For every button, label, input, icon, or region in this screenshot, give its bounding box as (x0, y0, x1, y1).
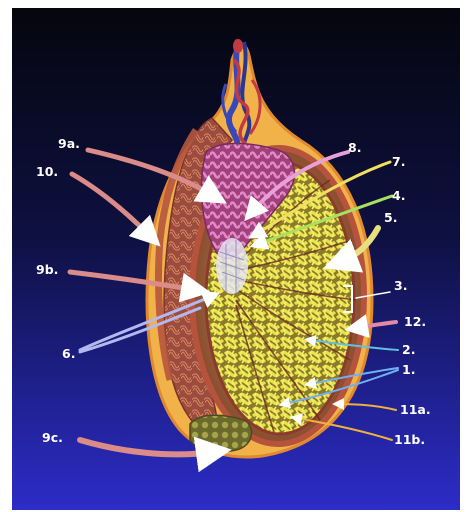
label-1: 1. (402, 362, 415, 377)
label-9a: 9a. (58, 136, 80, 151)
label-3: 3. (394, 278, 407, 293)
label-7: 7. (392, 154, 405, 169)
label-11b: 11b. (394, 432, 425, 447)
label-8: 8. (348, 140, 361, 155)
label-5: 5. (384, 210, 397, 225)
label-12: 12. (404, 314, 426, 329)
label-6: 6. (62, 346, 75, 361)
label-4: 4. (392, 188, 405, 203)
epididymis-tail (190, 415, 252, 452)
label-9c: 9c. (42, 430, 63, 445)
label-11a: 11a. (400, 402, 431, 417)
label-2: 2. (402, 342, 415, 357)
label-9b: 9b. (36, 262, 58, 277)
label-10: 10. (36, 164, 58, 179)
